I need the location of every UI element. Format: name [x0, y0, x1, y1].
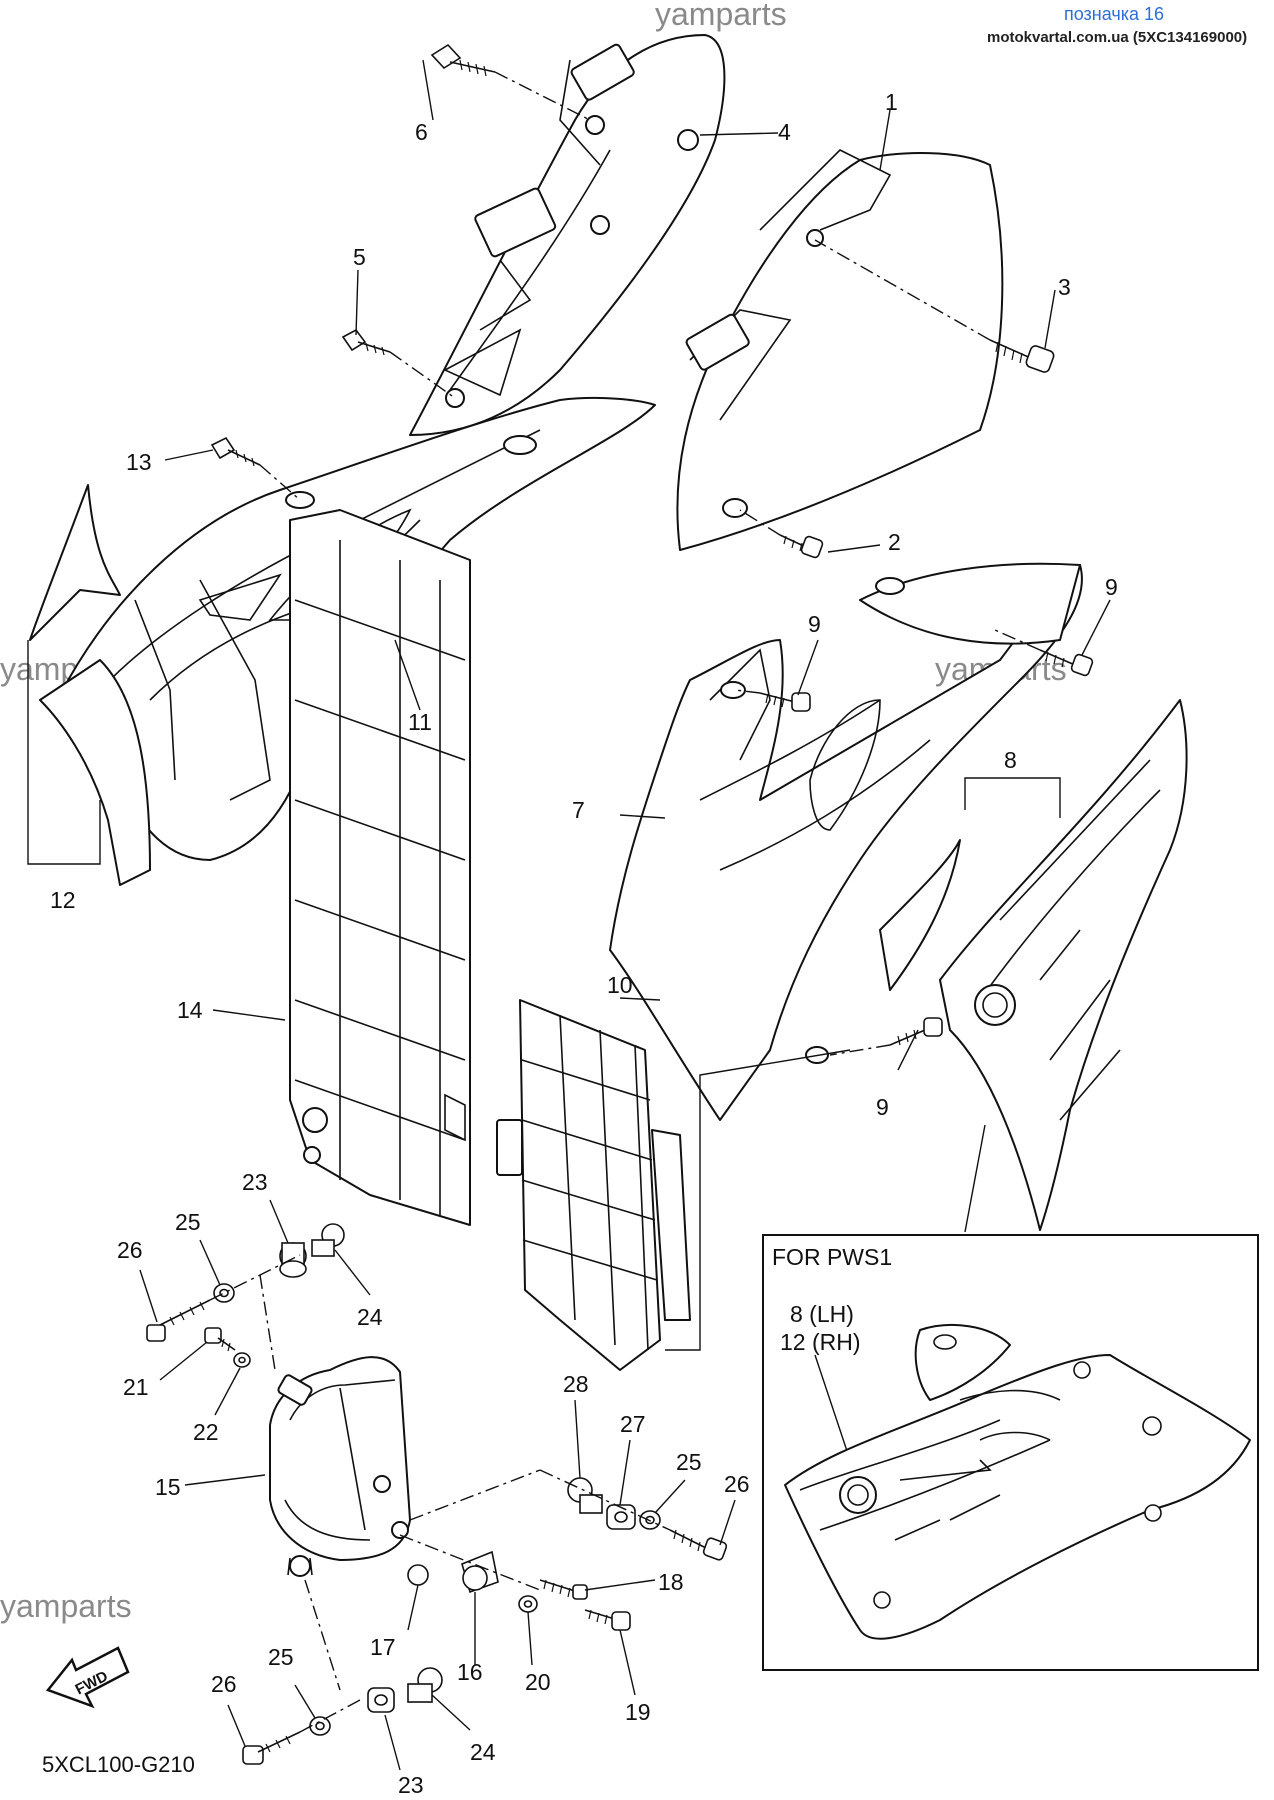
callout-25: 25: [175, 1209, 201, 1235]
part-6-bolt: [430, 43, 496, 77]
callout-15: 15: [155, 1474, 181, 1500]
part-24-collar: [311, 1223, 345, 1257]
callout-26: 26: [724, 1471, 750, 1497]
callout-6: 6: [415, 119, 428, 145]
callout-9: 9: [1105, 574, 1118, 600]
callout-24: 24: [357, 1304, 383, 1330]
part-16-hose-fitting: [461, 1550, 499, 1594]
callout-26: 26: [117, 1237, 143, 1263]
callout-9: 9: [808, 611, 821, 637]
part-2-bolt: [779, 534, 824, 559]
callout-16: 16: [457, 1659, 483, 1685]
callout-20: 20: [525, 1669, 551, 1695]
inset-pws1: FOR PWS1 8 (LH) 12 (RH): [762, 1234, 1259, 1671]
part-9-bolt: [1039, 649, 1094, 677]
part-1-side-cover: [676, 149, 1004, 551]
callout-11: 11: [408, 709, 432, 735]
callout-18: 18: [658, 1569, 684, 1595]
callout-12: 12: [50, 887, 76, 913]
watermark: yamparts: [655, 0, 787, 32]
part-9-bolt: [889, 1017, 943, 1046]
part-19-bolt: [584, 1609, 631, 1631]
callout-4: 4: [778, 119, 791, 145]
callout-23: 23: [398, 1772, 424, 1798]
part-14-radiator-guard: [289, 509, 471, 1226]
diagram-code: 5XCL100-G210: [42, 1752, 195, 1777]
callouts: 1 2 3 4 5 6 7 8 9 9 9 10 11 12 13 14 15 …: [50, 89, 1118, 1798]
callout-17: 17: [370, 1634, 396, 1660]
part-10-radiator-guard: [496, 999, 691, 1371]
part-23-grommet: [367, 1687, 395, 1713]
assembly-lines: [209, 71, 1041, 1733]
part-20-washer: [518, 1595, 538, 1613]
part-8-decal: [939, 699, 1188, 1231]
part-4-side-cover: [409, 34, 726, 436]
callout-9: 9: [876, 1094, 889, 1120]
callout-25: 25: [268, 1644, 294, 1670]
header-source: motokvartal.com.ua (5XC134169000): [987, 29, 1247, 46]
callout-10: 10: [607, 972, 633, 998]
callout-28: 28: [563, 1371, 589, 1397]
inset-note-line2: 12 (RH): [780, 1329, 861, 1355]
part-7-shroud: [609, 562, 1083, 1121]
callout-27: 27: [620, 1411, 646, 1437]
callout-7: 7: [572, 797, 585, 823]
callout-19: 19: [625, 1699, 651, 1725]
callout-13: 13: [126, 449, 152, 475]
callout-3: 3: [1058, 274, 1071, 300]
callout-8: 8: [1004, 747, 1017, 773]
inset-note-line1: 8 (LH): [790, 1301, 854, 1327]
watermark: yamparts: [0, 1588, 132, 1624]
part-12-decal: [29, 484, 151, 886]
callout-21: 21: [123, 1374, 149, 1400]
header-label: позначка 16: [1064, 4, 1164, 24]
fwd-arrow-icon: FWD: [45, 1646, 130, 1709]
part-5-bolt: [341, 328, 391, 356]
callout-22: 22: [193, 1419, 219, 1445]
part-25-washer: [309, 1716, 331, 1736]
callout-5: 5: [353, 244, 366, 270]
callout-14: 14: [177, 997, 203, 1023]
callout-2: 2: [888, 529, 901, 555]
callout-24: 24: [470, 1739, 496, 1765]
part-26-bolt: [146, 1299, 211, 1342]
callout-1: 1: [885, 89, 898, 115]
callout-23: 23: [242, 1169, 268, 1195]
callout-25: 25: [676, 1449, 702, 1475]
inset-title: FOR PWS1: [772, 1244, 892, 1270]
part-18-bolt: [539, 1579, 588, 1600]
part-25-washer: [213, 1283, 235, 1303]
part-26-bolt: [242, 1731, 301, 1765]
part-27-grommet: [606, 1504, 636, 1530]
part-24-collar: [407, 1667, 443, 1703]
part-17-cap: [407, 1564, 429, 1586]
callout-26: 26: [211, 1671, 237, 1697]
part-15-reservoir-tank: [269, 1356, 411, 1577]
leader-lines: [27, 59, 1111, 1771]
part-22-washer: [233, 1352, 251, 1368]
part-26-bolt: [669, 1529, 728, 1561]
part-13-bolt: [210, 436, 261, 467]
part-23-grommet: [279, 1242, 307, 1278]
part-21-bolt: [204, 1327, 236, 1352]
part-9-bolt: [759, 692, 811, 712]
part-3-bolt: [989, 339, 1055, 373]
